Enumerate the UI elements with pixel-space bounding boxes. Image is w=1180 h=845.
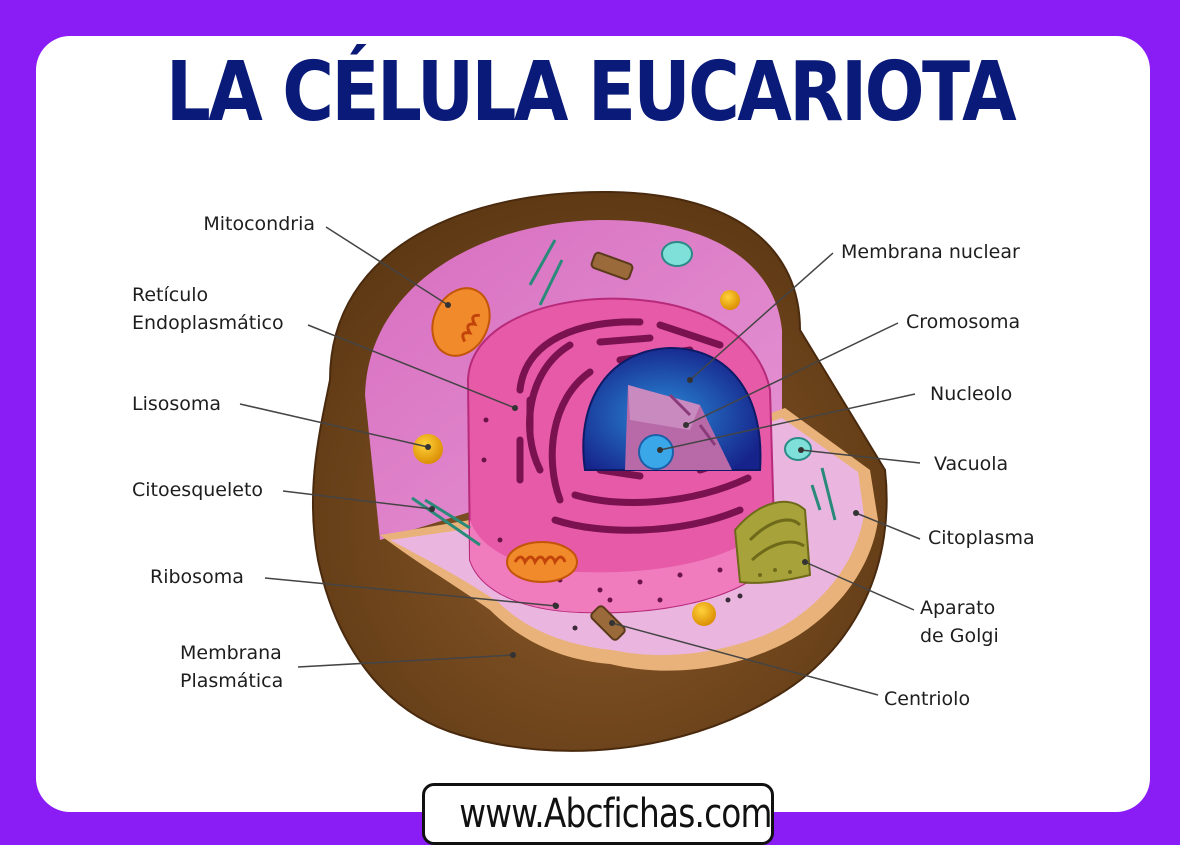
label-membrana-plasmatica-line1: Membrana [180, 639, 282, 667]
label-vacuola: Vacuola [934, 450, 1008, 478]
label-reticulo-line1: Retículo [132, 281, 208, 309]
label-citoesqueleto: Citoesqueleto [132, 476, 263, 504]
vacuole-top [662, 242, 692, 266]
label-golgi-line1: Aparato [920, 594, 995, 622]
label-centriolo: Centriolo [884, 685, 970, 713]
watermark-box: www.Abcfichas.com [422, 783, 774, 845]
nucleolus [639, 435, 673, 469]
label-membrana-nuclear: Membrana nuclear [841, 238, 1020, 266]
label-cromosoma: Cromosoma [906, 308, 1020, 336]
label-lisosoma: Lisosoma [132, 390, 221, 418]
label-membrana-plasmatica-line2: Plasmática [180, 667, 283, 695]
label-reticulo-line2: Endoplasmático [132, 309, 284, 337]
label-citoplasma: Citoplasma [928, 524, 1035, 552]
lysosome-top [720, 290, 740, 310]
label-nucleolo: Nucleolo [930, 380, 1012, 408]
label-ribosoma: Ribosoma [150, 563, 244, 591]
vacuole-right [785, 438, 811, 460]
label-golgi-line2: de Golgi [920, 622, 999, 650]
lysosome-bottom [692, 602, 716, 626]
mitochondrion-bottom [507, 542, 577, 582]
watermark-text: www.Abcfichas.com [459, 786, 771, 842]
label-mitocondria: Mitocondria [203, 210, 315, 238]
